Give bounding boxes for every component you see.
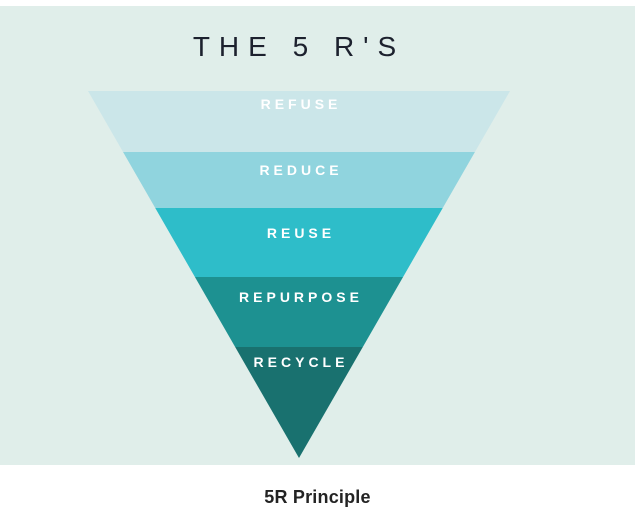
pyramid-layer-label: REDUCE bbox=[259, 162, 343, 178]
diagram-canvas: THE 5 R'S REFUSE REDUCE REUSE REPURPOSE … bbox=[0, 6, 635, 465]
pyramid-layer-refuse: REFUSE bbox=[88, 91, 510, 152]
diagram-title: THE 5 R'S bbox=[192, 31, 406, 62]
pyramid-layer-label: RECYCLE bbox=[253, 354, 349, 370]
pyramid-layer-recycle: RECYCLE bbox=[88, 347, 510, 458]
inverted-pyramid: REFUSE REDUCE REUSE REPURPOSE RECYCLE bbox=[88, 91, 510, 458]
pyramid-layer-label: REUSE bbox=[266, 225, 336, 241]
pyramid-layer-label: REPURPOSE bbox=[239, 289, 363, 305]
pyramid-layer-reduce: REDUCE bbox=[88, 152, 510, 208]
pyramid-layer-repurpose: REPURPOSE bbox=[88, 277, 510, 347]
figure-caption: 5R Principle bbox=[264, 487, 371, 507]
pyramid-layer-label: REFUSE bbox=[260, 96, 342, 112]
pyramid-layer-reuse: REUSE bbox=[88, 208, 510, 277]
